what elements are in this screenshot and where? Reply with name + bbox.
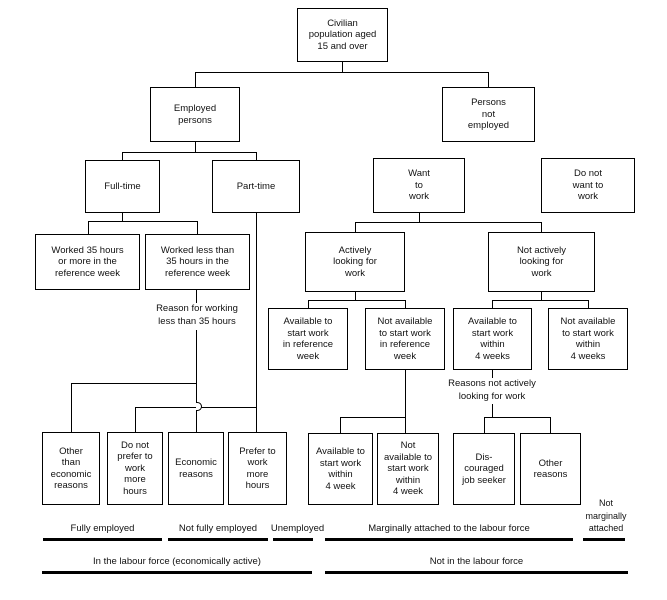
box-prefer-more-hours: Prefer to work more hours [228, 432, 287, 505]
connector [88, 221, 89, 234]
box-full-time: Full-time [85, 160, 160, 213]
connector [541, 222, 542, 232]
connector [355, 222, 542, 223]
rule-marginally-attached [325, 538, 573, 541]
connector [88, 221, 198, 222]
connector [405, 370, 406, 433]
connector [355, 292, 356, 300]
box-civilian-population: Civilian population aged 15 and over [297, 8, 388, 62]
box-want-to-work: Want to work [373, 158, 465, 213]
box-discouraged-job-seeker: Dis- couraged job seeker [453, 433, 515, 505]
connector [196, 411, 197, 432]
category-fully-employed: Fully employed [70, 523, 135, 534]
rule-in-labour-force [42, 571, 312, 574]
box-not-prefer-more-hours: Do not prefer to work more hours [107, 432, 163, 505]
connector [492, 300, 493, 308]
connector [308, 300, 406, 301]
connector [484, 417, 551, 418]
box-other-than-economic: Other than economic reasons [42, 432, 100, 505]
label-reasons-not-actively-looking: Reasons not actively looking for work [448, 378, 536, 402]
box-not-available-ref-week: Not available to start work in reference… [365, 308, 445, 370]
line-crossing-hop [196, 402, 202, 411]
box-not-actively-looking: Not actively looking for work [488, 232, 595, 292]
category-in-labour-force: In the labour force (economically active… [93, 556, 261, 567]
connector [196, 330, 197, 402]
box-not-available-4-week: Not available to start work within 4 wee… [377, 433, 439, 505]
rule-not-fully-employed [168, 538, 268, 541]
box-available-4-weeks: Available to start work within 4 weeks [453, 308, 532, 370]
connector [484, 417, 485, 433]
box-other-reasons: Other reasons [520, 433, 581, 505]
box-available-4-week: Available to start work within 4 week [308, 433, 373, 505]
connector [197, 221, 198, 234]
connector [122, 213, 123, 221]
connector [588, 300, 589, 308]
connector [488, 72, 489, 87]
connector [405, 300, 406, 308]
category-not-fully-employed: Not fully employed [178, 523, 258, 534]
box-do-not-want-to-work: Do not want to work [541, 158, 635, 213]
box-employed-persons: Employed persons [150, 87, 240, 142]
connector [342, 62, 343, 72]
connector [71, 383, 197, 384]
category-unemployed: Unemployed [270, 523, 325, 534]
connector [195, 142, 196, 152]
rule-not-in-labour-force [325, 571, 628, 574]
box-actively-looking: Actively looking for work [305, 232, 405, 292]
connector [196, 290, 197, 303]
connector-part-time-drop [256, 213, 257, 432]
connector [122, 152, 257, 153]
connector [71, 383, 72, 432]
box-part-time: Part-time [212, 160, 300, 213]
box-economic-reasons: Economic reasons [168, 432, 224, 505]
label-reason-working-less-35: Reason for working less than 35 hours [156, 303, 238, 327]
rule-unemployed [273, 538, 313, 541]
box-not-available-4-weeks: Not available to start work within 4 wee… [548, 308, 628, 370]
category-not-in-labour-force: Not in the labour force [429, 556, 524, 567]
connector [340, 417, 341, 433]
connector [419, 213, 420, 222]
connector [195, 72, 196, 87]
connector [492, 300, 589, 301]
box-available-ref-week: Available to start work in reference wee… [268, 308, 348, 370]
box-persons-not-employed: Persons not employed [442, 87, 535, 142]
connector [135, 407, 136, 432]
rule-not-marginally-attached [583, 538, 625, 541]
rule-fully-employed [43, 538, 162, 541]
connector [492, 404, 493, 417]
category-marginally-attached: Marginally attached to the labour force [368, 523, 530, 534]
connector [492, 370, 493, 378]
connector [256, 152, 257, 160]
box-worked-35-or-more: Worked 35 hours or more in the reference… [35, 234, 140, 290]
connector [308, 300, 309, 308]
connector [355, 222, 356, 232]
connector [122, 152, 123, 160]
connector [541, 292, 542, 300]
connector [550, 417, 551, 433]
box-worked-less-35: Worked less than 35 hours in the referen… [145, 234, 250, 290]
connector [340, 417, 406, 418]
category-not-marginally-attached: Not marginally attached [585, 498, 627, 533]
connector [195, 72, 489, 73]
